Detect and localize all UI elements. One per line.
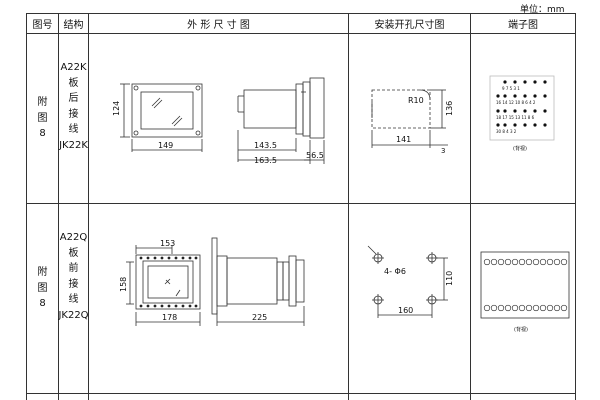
row1-dim-depth-b: 163.5 [254, 156, 277, 165]
row1-terminal-caption: (背视) [513, 145, 527, 152]
row1-cutout-view [371, 89, 448, 148]
row1-dim-cut-height: 136 [445, 101, 454, 116]
row1-dim-width: 149 [158, 141, 173, 150]
row2-dim-cut-width: 160 [398, 306, 413, 315]
row2-terminal-circles-top [483, 258, 568, 266]
header-terminal: 端子图 [508, 19, 538, 31]
col-divider-1 [58, 13, 59, 400]
row1-fig-char: 8 [39, 128, 46, 139]
row1-dim-cut-gap: 3 [441, 147, 445, 155]
row2-cutout-view [367, 245, 448, 318]
table-left-border [26, 13, 27, 400]
row2-fig-char: 附 [37, 267, 48, 278]
header-fig-no: 图号 [32, 19, 53, 31]
row1-fig-char: 图 [37, 112, 48, 124]
row2-structure: A22Q 板 前 接 线 JK22Q [58, 230, 89, 323]
row2-structure-char: 前 [68, 263, 79, 274]
row2-dim-depth: 225 [252, 313, 267, 322]
row1-structure-char: 板 [68, 77, 79, 89]
row1-dim-cut-width: 141 [396, 135, 411, 144]
row1-front-view [120, 83, 203, 152]
row1-structure: A22K 板 后 接 线 JK22K [59, 60, 88, 153]
row1-terminal-label-row: 9 7 5 3 1 [502, 86, 520, 91]
row2-dim-height: 158 [119, 277, 128, 292]
row2-dim-cut-height: 110 [445, 271, 454, 286]
row1-terminal-label-row: 16 14 12 10 8 6 4 2 [496, 100, 536, 105]
header-bottom-border [26, 33, 576, 34]
header-structure: 结构 [63, 19, 84, 31]
row1-structure-char: 接 [68, 108, 79, 120]
row2-model-bottom: JK22Q [58, 309, 89, 321]
row1-fig: 附 图 8 [27, 95, 58, 142]
row2-model-top: A22Q [59, 232, 88, 243]
row2-terminal-circles-bottom [483, 304, 568, 312]
row2-structure-char: 接 [68, 278, 79, 290]
row2-side-view [211, 237, 305, 326]
row2-fig-char: 图 [37, 282, 48, 294]
col-divider-3 [348, 13, 349, 400]
row1-terminal-label-row: 18 17 15 13 11 8 6 [496, 115, 535, 120]
unit-label: 单位：mm [520, 5, 565, 15]
col-divider-4 [470, 13, 471, 400]
table-right-border [575, 13, 576, 400]
row1-dim-depth-c: 56.5 [306, 151, 324, 160]
row1-terminal-frame [489, 75, 555, 141]
row1-terminal-dots [496, 80, 547, 127]
row-divider [26, 203, 576, 204]
row1-model-top: A22K [60, 62, 87, 73]
row1-terminal-label-row: 30 8 4 3 2 [496, 129, 517, 134]
row2-fig-char: 8 [39, 298, 46, 309]
row2-dim-hole-label: 4- Φ6 [384, 267, 406, 276]
row1-fig-char: 附 [37, 97, 48, 108]
table-top-border [26, 13, 576, 14]
header-cutout: 安装开孔尺寸图 [374, 19, 445, 31]
row-bottom-border [26, 393, 576, 394]
header-outline: 外 形 尺 寸 图 [187, 19, 250, 31]
row1-dim-height: 124 [112, 101, 121, 116]
row2-structure-char: 线 [68, 294, 79, 305]
col-divider-2 [88, 13, 89, 400]
row2-fig: 附 图 8 [27, 265, 58, 312]
row1-dim-depth-a: 143.5 [254, 141, 277, 150]
row1-dim-cut-radius: R10 [408, 96, 424, 105]
row2-terminal-frame [480, 251, 570, 319]
row1-side-view [237, 77, 325, 164]
row2-structure-char: 板 [68, 247, 79, 259]
row2-terminal-caption: (背视) [514, 326, 528, 333]
row2-dim-top-width: 153 [160, 239, 175, 248]
row1-structure-char: 线 [68, 124, 79, 135]
row1-structure-char: 后 [68, 93, 79, 104]
row2-front-terminal-dots [139, 256, 198, 308]
row2-dim-bottom-width: 178 [162, 313, 177, 322]
row1-model-bottom: JK22K [59, 139, 88, 151]
row2-front-view [126, 245, 201, 326]
